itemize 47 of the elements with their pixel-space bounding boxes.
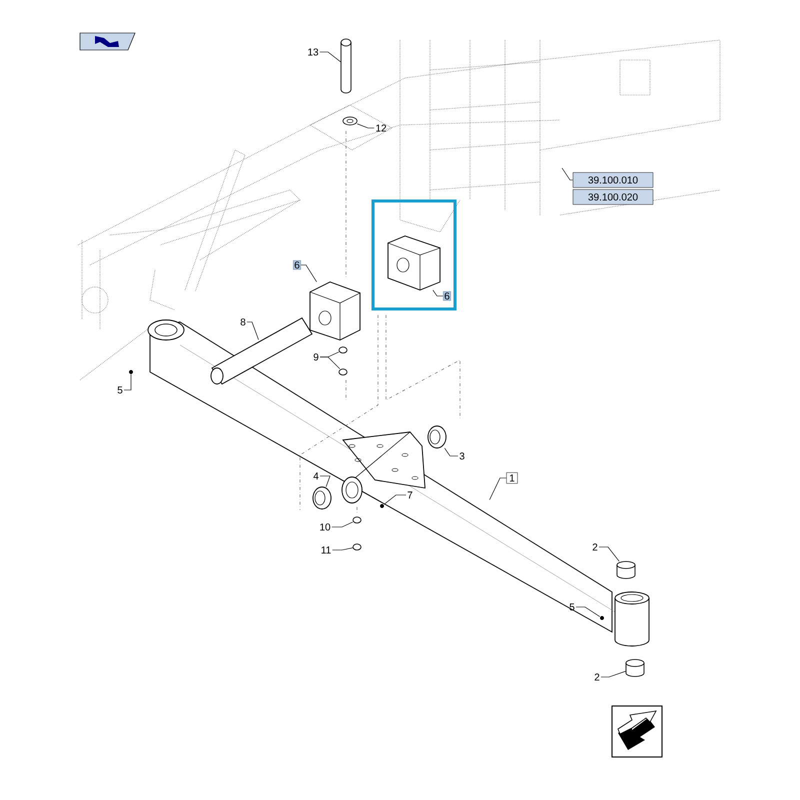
leader-line bbox=[384, 494, 406, 505]
callout-number: 1 bbox=[506, 472, 518, 484]
callout-number: 6 bbox=[293, 260, 301, 270]
nut-drawing bbox=[338, 368, 348, 376]
leader-line bbox=[600, 670, 626, 678]
nut-drawing bbox=[338, 346, 348, 354]
callout-number: 3 bbox=[460, 452, 464, 460]
callout-number: 5 bbox=[118, 386, 122, 394]
pin-drawing bbox=[340, 38, 352, 94]
grease-nipple-drawing bbox=[380, 504, 384, 508]
callout-number: 2 bbox=[592, 544, 598, 550]
callout-number: 13 bbox=[308, 48, 318, 56]
leader-line bbox=[246, 322, 259, 340]
reference-box: 39.100.010 bbox=[572, 172, 654, 188]
block-drawing bbox=[388, 236, 440, 290]
callout-number: 9 bbox=[314, 353, 318, 361]
leader-line bbox=[489, 478, 507, 500]
callout-number: 10 bbox=[320, 523, 330, 531]
block-drawing bbox=[310, 282, 360, 340]
bolt-drawing bbox=[352, 544, 362, 550]
leader-line bbox=[320, 476, 330, 488]
leader-line bbox=[300, 264, 317, 282]
callout-number: 11 bbox=[322, 546, 331, 554]
callout-number: 12 bbox=[376, 124, 386, 132]
bushing-drawing bbox=[312, 486, 332, 510]
washer-drawing bbox=[342, 116, 358, 126]
callout-number: 8 bbox=[240, 318, 246, 326]
reference-box: 39.100.020 bbox=[572, 189, 654, 205]
leader-line bbox=[598, 546, 620, 562]
bushing-drawing bbox=[616, 561, 636, 579]
grease-nipple-drawing bbox=[129, 370, 133, 374]
leader-line bbox=[331, 522, 354, 528]
leader-line bbox=[319, 52, 342, 62]
leader-line bbox=[356, 124, 375, 128]
leader-line bbox=[432, 290, 444, 296]
leader-line bbox=[562, 168, 574, 180]
bushing-drawing bbox=[428, 426, 446, 448]
leader-line bbox=[124, 374, 132, 390]
bushing-drawing bbox=[626, 659, 644, 677]
leader-line bbox=[320, 356, 340, 370]
leader-line bbox=[576, 606, 600, 617]
leader-line bbox=[444, 448, 458, 456]
washer-drawing bbox=[352, 516, 362, 524]
callout-number: 4 bbox=[313, 472, 318, 480]
callout-number: 2 bbox=[594, 674, 600, 680]
callout-number: 6 bbox=[443, 291, 451, 301]
leader-line bbox=[332, 548, 354, 550]
